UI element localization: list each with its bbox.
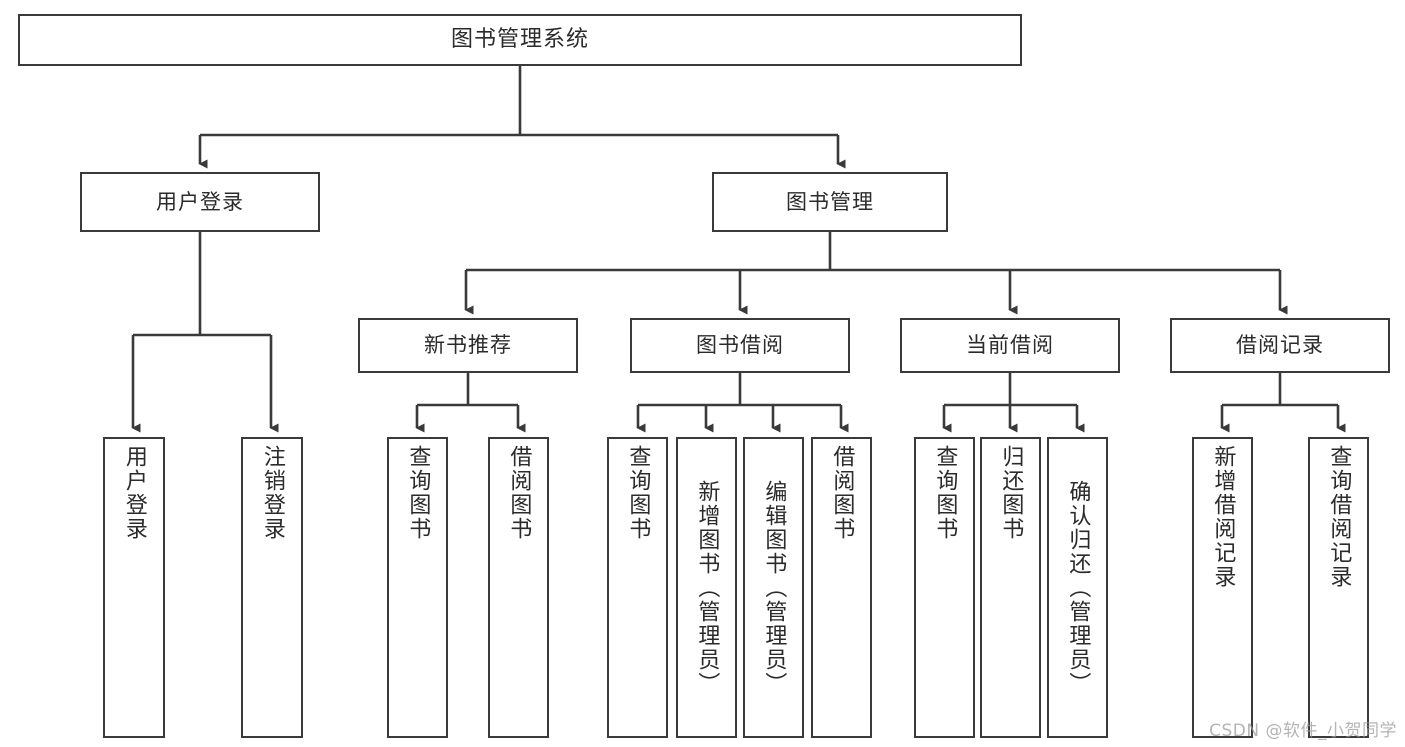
node-label: 归还图书 bbox=[998, 445, 1024, 541]
node-user-login[interactable]: 用户登录 bbox=[80, 172, 320, 232]
leaf-user-login[interactable]: 用户登录 bbox=[103, 437, 165, 738]
node-label: 查询图书 bbox=[932, 445, 958, 541]
node-label: 用户登录 bbox=[121, 445, 147, 541]
node-label: 用户登录 bbox=[156, 189, 244, 214]
node-book-management[interactable]: 图书管理 bbox=[712, 172, 948, 232]
node-label: 确认归还（管理员） bbox=[1065, 479, 1091, 696]
node-label: 当前借阅 bbox=[966, 333, 1054, 358]
node-label: 借阅记录 bbox=[1236, 333, 1324, 358]
node-label: 查询图书 bbox=[625, 445, 651, 541]
node-label: 图书借阅 bbox=[696, 333, 784, 358]
node-label: 注销登录 bbox=[259, 445, 285, 541]
leaf-edit-book-admin[interactable]: 编辑图书（管理员） bbox=[743, 437, 804, 738]
leaf-borrow-book[interactable]: 借阅图书 bbox=[811, 437, 872, 738]
node-borrow-record[interactable]: 借阅记录 bbox=[1170, 318, 1390, 373]
leaf-logout[interactable]: 注销登录 bbox=[241, 437, 303, 738]
leaf-query-book-recommend[interactable]: 查询图书 bbox=[387, 437, 448, 738]
node-label: 编辑图书（管理员） bbox=[761, 479, 787, 696]
node-label: 新书推荐 bbox=[424, 333, 512, 358]
leaf-borrow-book-recommend[interactable]: 借阅图书 bbox=[488, 437, 549, 738]
node-label: 借阅图书 bbox=[506, 445, 532, 541]
node-book-borrow[interactable]: 图书借阅 bbox=[630, 318, 850, 373]
leaf-confirm-return-admin[interactable]: 确认归还（管理员） bbox=[1047, 437, 1108, 738]
node-label: 查询借阅记录 bbox=[1326, 445, 1352, 589]
node-new-book-recommend[interactable]: 新书推荐 bbox=[358, 318, 578, 373]
node-label: 查询图书 bbox=[405, 445, 431, 541]
node-label: 图书管理 bbox=[786, 189, 874, 214]
leaf-query-book-current[interactable]: 查询图书 bbox=[914, 437, 975, 738]
node-root-book-management-system[interactable]: 图书管理系统 bbox=[18, 14, 1022, 66]
leaf-query-book-borrow[interactable]: 查询图书 bbox=[607, 437, 668, 738]
leaf-add-borrow-record[interactable]: 新增借阅记录 bbox=[1192, 437, 1253, 738]
node-current-borrow[interactable]: 当前借阅 bbox=[900, 318, 1120, 373]
leaf-return-book[interactable]: 归还图书 bbox=[980, 437, 1041, 738]
leaf-query-borrow-record[interactable]: 查询借阅记录 bbox=[1308, 437, 1369, 738]
node-label: 借阅图书 bbox=[829, 445, 855, 541]
node-label: 图书管理系统 bbox=[450, 27, 589, 53]
node-label: 新增借阅记录 bbox=[1210, 445, 1236, 589]
node-label: 新增图书（管理员） bbox=[694, 479, 720, 696]
csdn-watermark: CSDN @软件_小贺同学 bbox=[1209, 721, 1397, 741]
leaf-add-book-admin[interactable]: 新增图书（管理员） bbox=[676, 437, 737, 738]
